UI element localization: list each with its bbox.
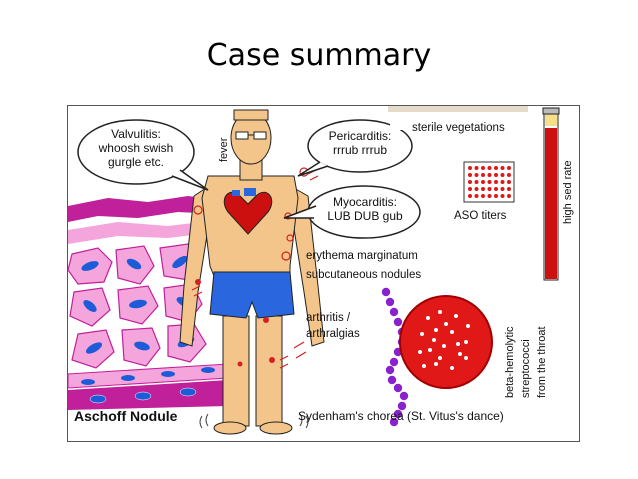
- sed-rate-tube: [542, 107, 560, 281]
- aso-well: [487, 166, 492, 170]
- aso-well: [481, 194, 485, 198]
- myocarditis-bubble: Myocarditis: LUB DUB gub: [316, 195, 414, 224]
- aso-well: [487, 180, 492, 184]
- arthralgias-label: arthralgias: [306, 328, 360, 340]
- aso-well: [494, 180, 498, 184]
- patient-figure: [179, 109, 325, 435]
- from-throat-label: from the throat: [536, 326, 548, 398]
- speech-bubbles: [77, 119, 421, 239]
- streptococcus-cell: [389, 357, 399, 367]
- erythema-marginatum-label: erythema marginatum: [306, 250, 418, 262]
- aso-well: [487, 194, 492, 198]
- bacterial-colony: [450, 330, 454, 334]
- aso-well: [474, 180, 479, 184]
- aso-well: [494, 173, 498, 177]
- aso-well: [487, 187, 492, 191]
- streptococcus-cell: [381, 287, 391, 297]
- high-sed-rate-label: high sed rate: [562, 160, 574, 224]
- bacterial-colony: [456, 342, 460, 346]
- aso-well: [500, 194, 505, 198]
- aso-well: [468, 180, 472, 184]
- aso-well: [500, 187, 505, 191]
- streptococcus-cell: [393, 409, 403, 419]
- aso-well: [481, 187, 485, 191]
- streptococcus-cell: [393, 317, 403, 327]
- aso-well: [494, 187, 498, 191]
- aso-well: [507, 173, 511, 177]
- streptococcus-cell: [399, 391, 409, 401]
- pericarditis-bubble: Pericarditis: rrrub rrrub: [314, 129, 406, 158]
- aso-well: [507, 187, 511, 191]
- bacterial-colony: [464, 356, 468, 360]
- aso-well: [468, 187, 472, 191]
- bacterial-colony: [464, 340, 468, 344]
- aso-well: [487, 173, 492, 177]
- myocarditis-line-1: Myocarditis:: [332, 195, 397, 209]
- aso-well: [468, 166, 472, 170]
- aso-well: [468, 173, 472, 177]
- aso-well: [507, 166, 511, 170]
- bacterial-colony: [458, 352, 462, 356]
- slide-title: Case summary: [206, 38, 432, 73]
- aschoff-nodule-label: Aschoff Nodule: [74, 408, 178, 424]
- aso-well: [494, 166, 498, 170]
- aso-well: [481, 180, 485, 184]
- sydenham-chorea-label: Sydenham's chorea (St. Vitus's dance): [298, 409, 504, 423]
- streptococcus-cell: [385, 365, 395, 375]
- bacterial-colony: [432, 338, 436, 342]
- bacterial-colony: [420, 332, 424, 336]
- blood-agar-plate: [399, 295, 493, 389]
- fever-label: fever: [218, 137, 230, 162]
- streptococcus-cell: [393, 383, 403, 393]
- bacterial-colony: [422, 364, 426, 368]
- figure-artwork: [68, 106, 560, 435]
- pericarditis-line-1: Pericarditis:: [328, 129, 392, 143]
- aso-well: [500, 166, 505, 170]
- subcutaneous-nodules-label: subcutaneous nodules: [306, 269, 422, 281]
- streptococcus-cell: [387, 375, 397, 385]
- bacterial-colony: [426, 316, 430, 320]
- myocarditis-line-2: LUB DUB gub: [327, 208, 403, 223]
- aso-well: [481, 166, 485, 170]
- aso-well: [494, 194, 498, 198]
- beta-hemolytic-label: beta-hemolytic: [504, 326, 516, 398]
- bacterial-colony: [454, 314, 458, 318]
- bacterial-colony: [442, 344, 446, 348]
- bacterial-colony: [418, 350, 422, 354]
- valvulitis-line-1: Valvulitis:: [111, 127, 161, 141]
- valvulitis-bubble: Valvulitis: whoosh swish gurgle etc.: [84, 127, 188, 169]
- aso-well: [507, 194, 511, 198]
- aso-well: [474, 166, 479, 170]
- bacterial-colony: [428, 348, 432, 352]
- aso-titer-plate: [463, 161, 515, 203]
- sterile-vegetations-label: sterile vegetations: [412, 122, 505, 134]
- aso-well: [468, 194, 472, 198]
- bacterial-colony: [466, 324, 470, 328]
- bacterial-colony: [450, 366, 454, 370]
- aso-well: [507, 180, 511, 184]
- bacterial-colony: [444, 322, 448, 326]
- arthritis-label: arthritis /: [306, 312, 351, 324]
- bacterial-colony: [434, 328, 438, 332]
- streptococcus-cell: [389, 417, 399, 427]
- bacterial-colony: [438, 356, 442, 360]
- streptococci-label: streptococci: [520, 339, 532, 398]
- aso-well: [474, 173, 479, 177]
- aso-well: [500, 173, 505, 177]
- rheumatic-fever-figure: Valvulitis: whoosh swish gurgle etc. Per…: [67, 105, 580, 442]
- aso-well: [481, 173, 485, 177]
- aso-well: [474, 187, 479, 191]
- bacterial-colony: [434, 362, 438, 366]
- streptococcus-cell: [397, 401, 407, 411]
- aso-titers-label: ASO titers: [454, 210, 507, 222]
- streptococcus-cell: [385, 297, 395, 307]
- streptococcus-cell: [389, 307, 399, 317]
- pericarditis-line-2: rrrub rrrub: [332, 142, 387, 157]
- valvulitis-line-2: whoosh swish: [98, 140, 174, 155]
- valvulitis-line-3: gurgle etc.: [107, 154, 165, 169]
- aso-well: [500, 180, 505, 184]
- bacterial-colony: [438, 310, 442, 314]
- aso-well: [474, 194, 479, 198]
